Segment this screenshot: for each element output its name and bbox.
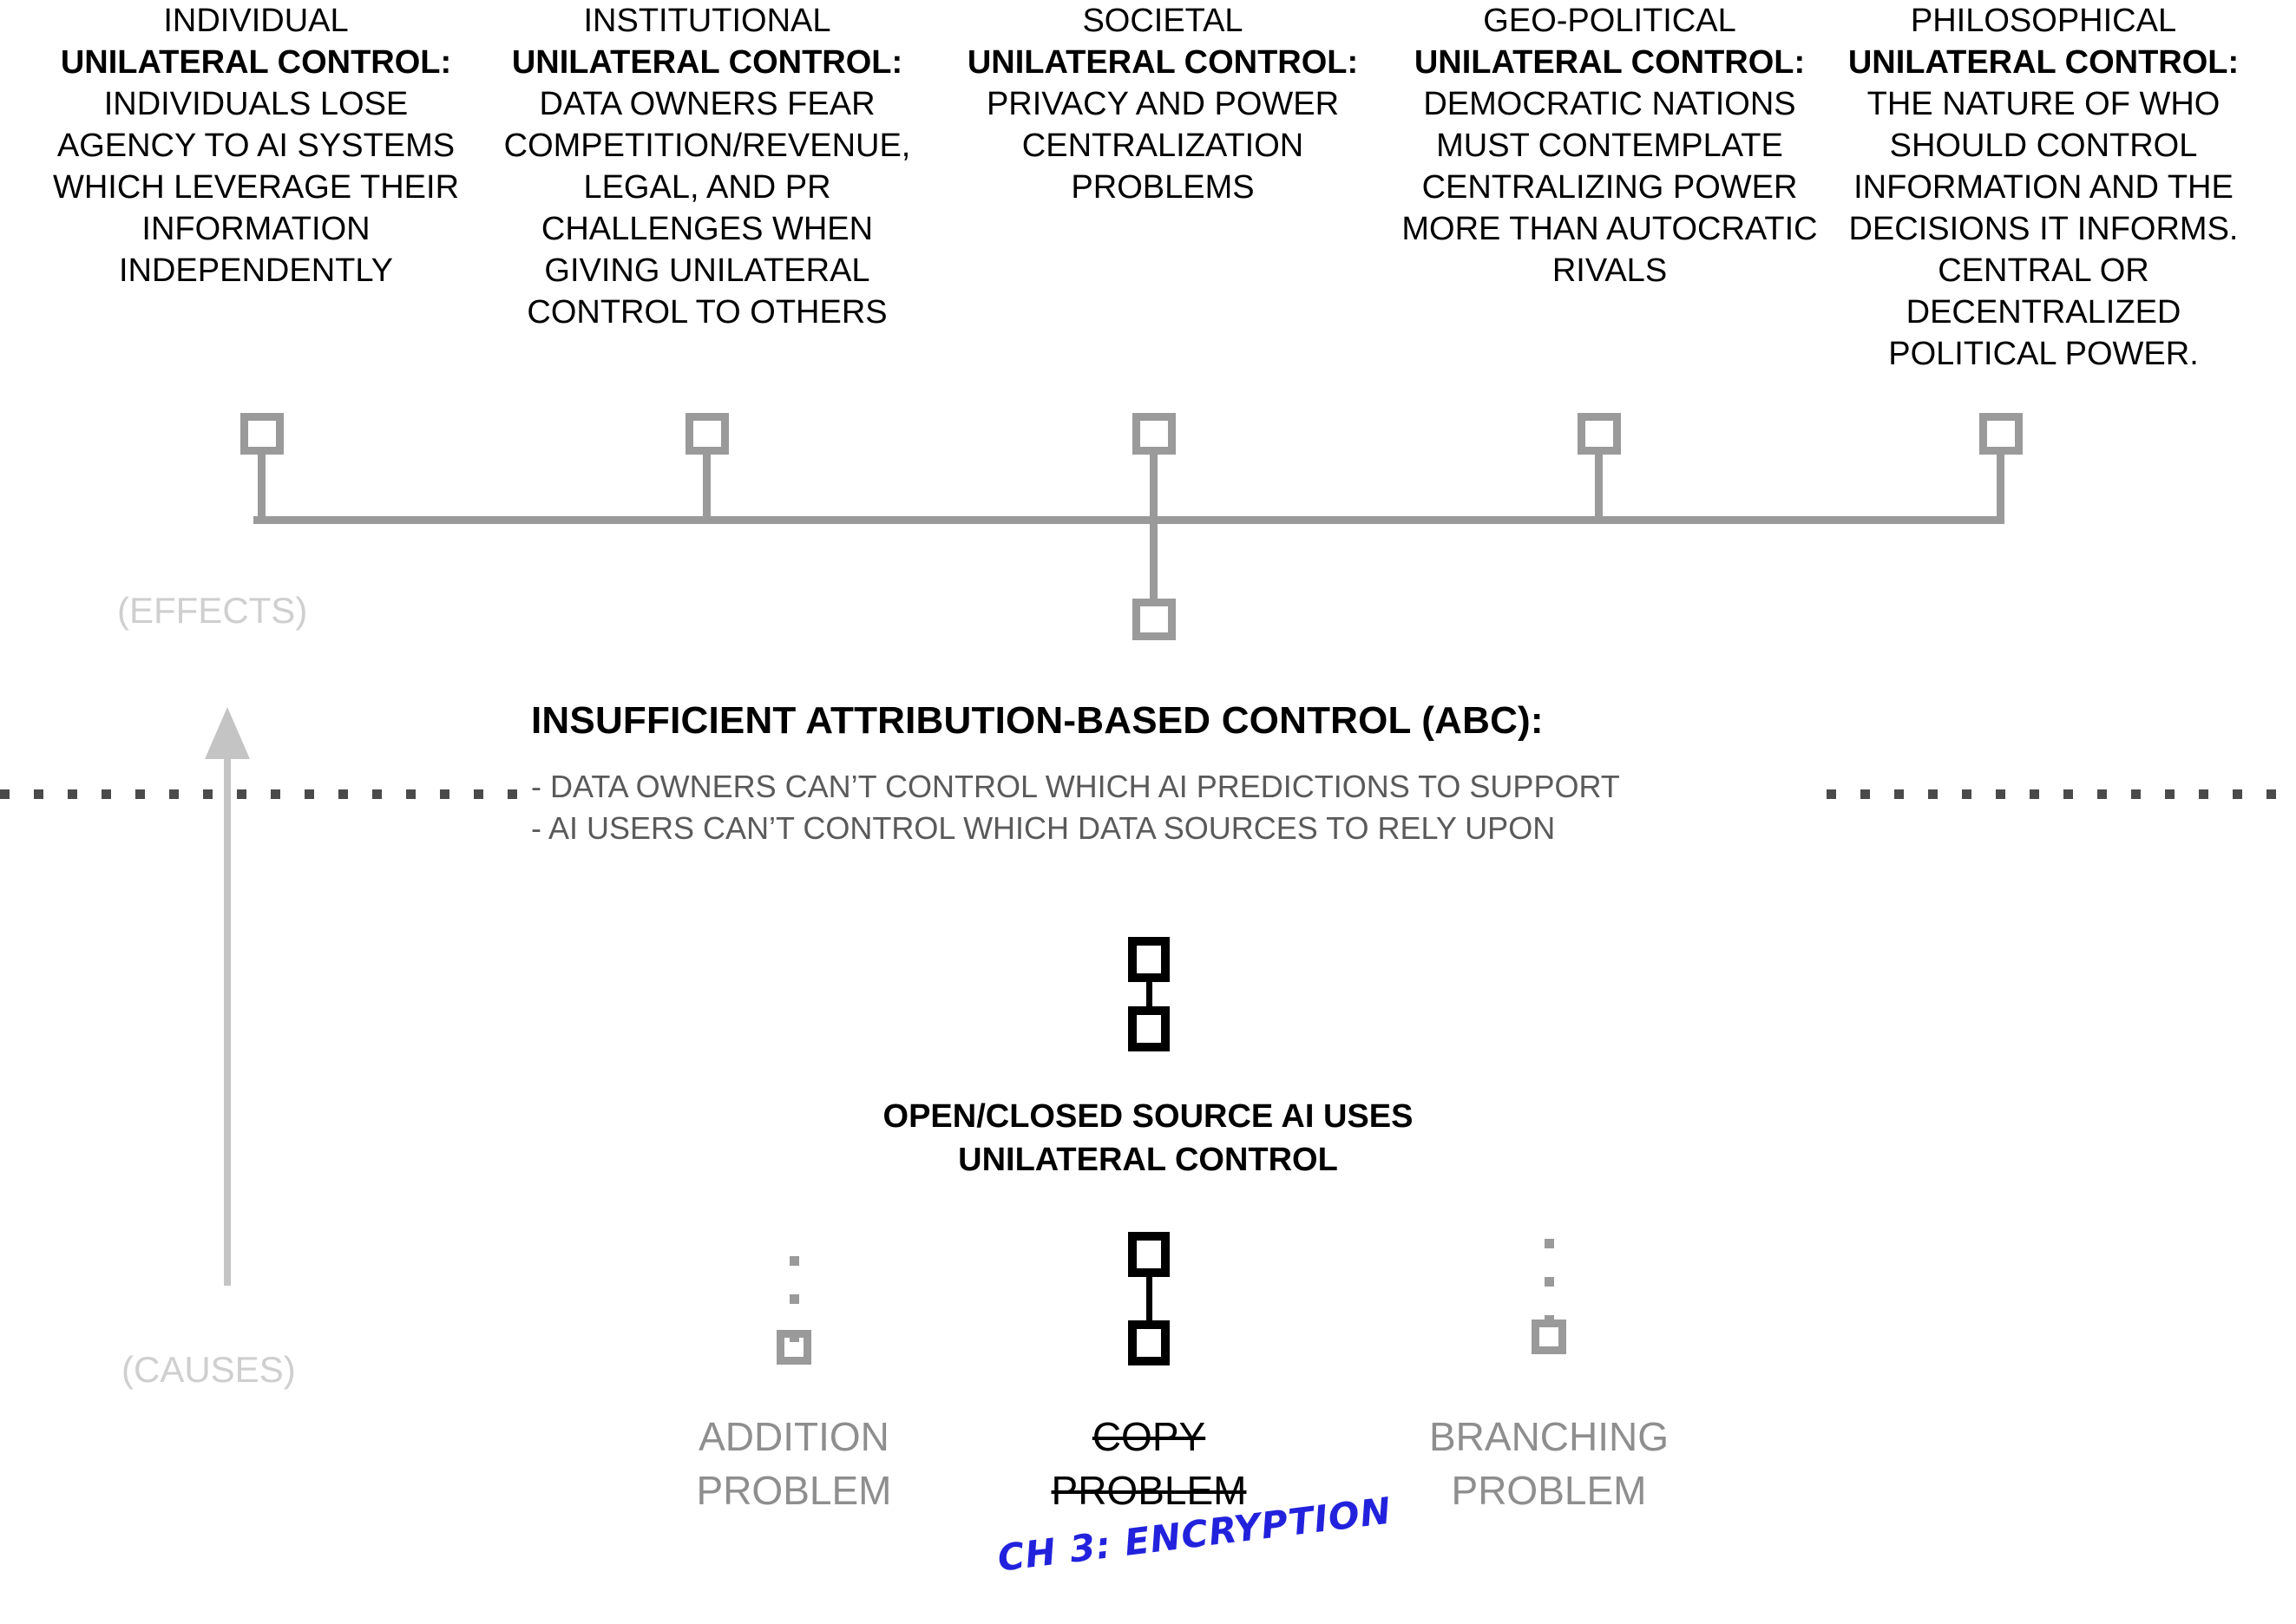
copy-problem-node-square-top [1128, 1232, 1170, 1277]
effect-connector-drop-4 [1595, 455, 1603, 524]
abc-block: INSUFFICIENT ATTRIBUTION-BASED CONTROL (… [531, 698, 1833, 849]
divider-dotted-right [1827, 789, 2296, 799]
effect-body-text: PRIVACY AND POWER CENTRALIZATION PROBLEM… [986, 86, 1340, 206]
branching-problem-dotted-line [1545, 1239, 1554, 1326]
abc-bullet-item: - AI USERS CAN’T CONTROL WHICH DATA SOUR… [531, 810, 1556, 846]
effect-column-philosophical: PHILOSOPHICAL UNILATERAL CONTROL: THE NA… [1831, 0, 2256, 375]
effect-scope-label: SOCIETAL [1082, 3, 1243, 39]
abc-bullet-item: - DATA OWNERS CAN’T CONTROL WHICH AI PRE… [531, 769, 1620, 804]
effect-node-square-4 [1578, 413, 1621, 455]
effect-connector-drop-1 [258, 455, 266, 524]
addition-problem-label: ADDITION PROBLEM [612, 1410, 976, 1517]
abc-bullet-list: - DATA OWNERS CAN’T CONTROL WHICH AI PRE… [531, 766, 1833, 849]
branching-problem-node-square [1532, 1320, 1566, 1354]
copy-problem-node-square-bottom [1128, 1320, 1170, 1365]
ai-node-connector [1146, 977, 1152, 1010]
addition-problem-dotted-line [790, 1256, 799, 1365]
center-caption: OPEN/CLOSED SOURCE AI USES UNILATERAL CO… [758, 1095, 1538, 1182]
effect-scope-label: INSTITUTIONAL [583, 3, 831, 39]
branching-problem-label: BRANCHING PROBLEM [1367, 1410, 1731, 1517]
causes-axis-label: (CAUSES) [121, 1349, 296, 1390]
effect-body-text: INDIVIDUALS LOSE AGENCY TO AI SYSTEMS WH… [52, 86, 460, 289]
problem-label-line-1: ADDITION [699, 1414, 889, 1459]
effect-scope-label: GEO-POLITICAL [1483, 3, 1736, 39]
effect-connector-bar [253, 516, 2004, 524]
effect-body-text: DATA OWNERS FEAR COMPETITION/REVENUE, LE… [503, 86, 911, 331]
abc-title: INSUFFICIENT ATTRIBUTION-BASED CONTROL (… [531, 699, 1544, 742]
addition-problem-node-square [777, 1330, 811, 1365]
effect-column-institutional: INSTITUTIONAL UNILATERAL CONTROL: DATA O… [495, 0, 920, 333]
causes-to-effects-arrow-shaft [224, 755, 231, 1286]
effects-axis-label: (EFFECTS) [117, 590, 308, 631]
effect-heading-label: UNILATERAL CONTROL: [1847, 44, 2240, 81]
effect-body-text: DEMOCRATIC NATIONS MUST CONTEMPLATE CENT… [1401, 86, 1818, 289]
center-caption-line-1: OPEN/CLOSED SOURCE AI USES [882, 1098, 1414, 1135]
effect-heading-label: UNILATERAL CONTROL: [1414, 44, 1806, 81]
problem-label-line-2: PROBLEM [1051, 1468, 1247, 1513]
effect-connector-stem [1150, 516, 1158, 603]
causes-to-effects-arrow-head [205, 707, 250, 759]
ai-node-square-bottom [1128, 1006, 1170, 1051]
center-caption-line-2: UNILATERAL CONTROL [958, 1142, 1338, 1178]
effect-body-text: THE NATURE OF WHO SHOULD CONTROL INFORMA… [1848, 86, 2239, 372]
effect-connector-drop-5 [1997, 455, 2004, 524]
effect-node-square-2 [686, 413, 729, 455]
problem-label-line-1: BRANCHING [1428, 1414, 1670, 1459]
effect-node-square-3 [1132, 413, 1176, 455]
copy-problem-label: COPY PROBLEM [967, 1410, 1331, 1517]
problem-label-line-1: COPY [1092, 1414, 1206, 1459]
divider-dotted-left [0, 789, 521, 799]
effect-connector-drop-3 [1150, 455, 1158, 524]
effect-column-individual: INDIVIDUAL UNILATERAL CONTROL: INDIVIDUA… [52, 0, 460, 291]
effect-connector-drop-2 [703, 455, 711, 524]
effect-heading-label: UNILATERAL CONTROL: [60, 44, 452, 81]
effect-node-square-5 [1979, 413, 2023, 455]
problem-label-line-2: PROBLEM [1451, 1468, 1647, 1513]
effect-heading-label: UNILATERAL CONTROL: [511, 44, 903, 81]
effect-trunk-square [1132, 599, 1176, 640]
problem-label-line-2: PROBLEM [696, 1468, 892, 1513]
copy-problem-node-connector [1146, 1272, 1152, 1326]
effect-node-square-1 [240, 413, 284, 455]
effect-scope-label: INDIVIDUAL [163, 3, 349, 39]
effect-column-geopolitical: GEO-POLITICAL UNILATERAL CONTROL: DEMOCR… [1397, 0, 1822, 291]
ai-node-square-top [1128, 937, 1170, 982]
effect-heading-label: UNILATERAL CONTROL: [967, 44, 1359, 81]
effect-scope-label: PHILOSOPHICAL [1910, 3, 2177, 39]
effect-column-societal: SOCIETAL UNILATERAL CONTROL: PRIVACY AND… [950, 0, 1375, 208]
